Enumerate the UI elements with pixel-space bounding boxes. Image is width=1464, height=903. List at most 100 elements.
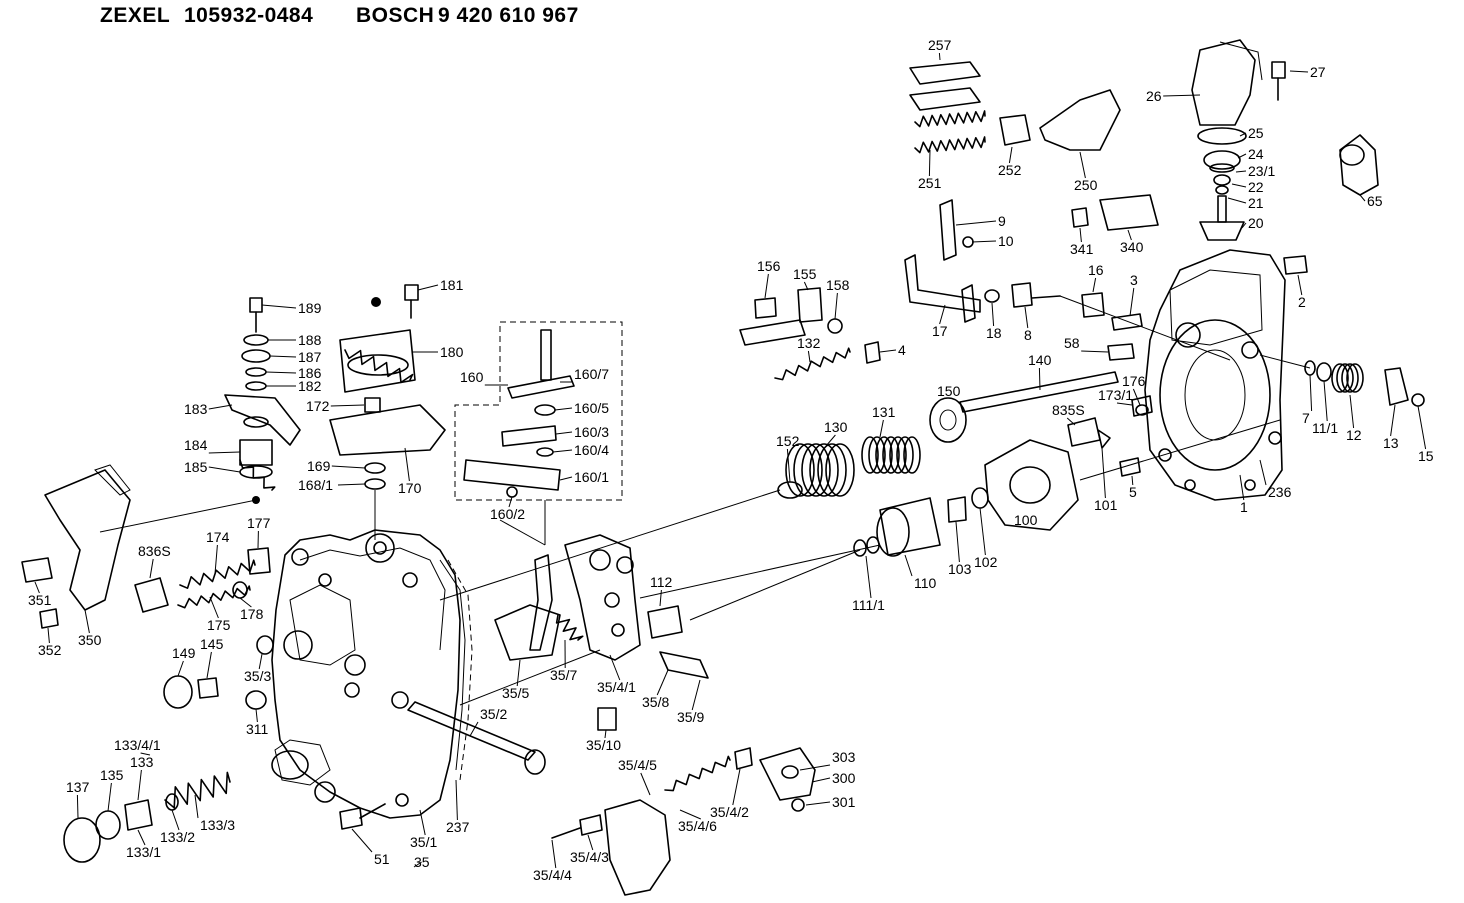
- label-leader-line: [691, 679, 701, 711]
- label-leader-line: [265, 371, 297, 374]
- label-leader-line: [1235, 170, 1247, 173]
- washer-11-1: [1316, 362, 1332, 382]
- plug-137: [63, 817, 101, 863]
- screw-58: [1107, 343, 1135, 361]
- part-label: 180: [440, 344, 464, 360]
- washer-176: [1135, 404, 1149, 416]
- part-label: 8: [1024, 327, 1032, 343]
- spring-131: [896, 436, 914, 474]
- label-leader-line: [551, 839, 557, 869]
- part-label: 35: [414, 854, 430, 870]
- part-label: 303: [832, 749, 856, 765]
- part-label: 150: [937, 383, 961, 399]
- label-leader-line: [938, 52, 941, 61]
- housing-bolt-hole: [314, 781, 336, 803]
- label-leader-line: [1309, 374, 1313, 412]
- label-leader-line: [194, 794, 199, 819]
- spring-35-4-5: [664, 755, 731, 792]
- screw-156: [754, 297, 777, 319]
- washer-169: [364, 462, 386, 474]
- bracket-350: [44, 469, 131, 611]
- spring-seat-252: [999, 114, 1031, 146]
- label-leader-line: [149, 558, 154, 579]
- label-leader-line: [1239, 474, 1245, 501]
- label-leader-line: [1239, 132, 1247, 137]
- ring-182: [243, 416, 269, 428]
- lever-160-7: [507, 375, 575, 399]
- part-label: 2: [1298, 294, 1306, 310]
- screw-51-shank: [359, 803, 386, 819]
- part-label: 186: [298, 365, 322, 381]
- assembly-line: [1079, 419, 1281, 481]
- part-label: 178: [240, 606, 264, 622]
- part-label: 252: [998, 162, 1022, 178]
- ring-35-3: [256, 635, 274, 655]
- part-label: 140: [1028, 352, 1052, 368]
- plate-100-bore: [1009, 466, 1051, 504]
- washer-160-5: [534, 404, 556, 416]
- cylinder-110: [879, 497, 941, 556]
- sleeve-bore: [1339, 144, 1365, 166]
- label-leader-line: [679, 809, 701, 820]
- spring-12: [1331, 363, 1349, 393]
- part-label: 188: [298, 332, 322, 348]
- part-label: 4: [898, 342, 906, 358]
- part-label: 352: [38, 642, 62, 658]
- part-label: 184: [184, 437, 208, 453]
- sleeve-65: [1339, 134, 1379, 196]
- housing-bolt-hole: [402, 572, 418, 588]
- label-leader-line: [1297, 274, 1303, 296]
- bolt-head: [1271, 61, 1286, 79]
- part-label: 137: [66, 779, 90, 795]
- lever-160-3: [501, 425, 557, 447]
- tube: [909, 87, 981, 111]
- screw-351: [21, 557, 53, 583]
- key-101: [1097, 429, 1111, 449]
- rear-housing: [1144, 249, 1286, 501]
- label-leader-line: [177, 660, 184, 677]
- part-label: 16: [1088, 262, 1104, 278]
- label-leader-line: [140, 752, 151, 756]
- part-label: 100: [1014, 512, 1038, 528]
- spring-132: [774, 347, 851, 381]
- bolt-181: [404, 284, 419, 301]
- ring: [1213, 174, 1231, 186]
- spring-251: [914, 136, 986, 154]
- lever-hole: [616, 556, 634, 574]
- part-label: 24: [1248, 146, 1264, 162]
- bracket-35-5: [494, 604, 561, 661]
- housing-gasket-edge: [439, 559, 466, 771]
- housing-bolt-hole: [291, 548, 309, 566]
- lever-hole: [604, 592, 620, 608]
- label-leader-line: [1079, 151, 1086, 179]
- part-label: 15: [1418, 448, 1434, 464]
- part-label: 189: [298, 300, 322, 316]
- spring-185: [239, 459, 276, 491]
- part-label: 340: [1120, 239, 1144, 255]
- part-label: 237: [446, 819, 470, 835]
- part-label: 156: [757, 258, 781, 274]
- label-leader-line: [879, 349, 897, 353]
- label-leader-line: [84, 609, 90, 634]
- spring-130: [793, 443, 823, 497]
- label-leader-line: [991, 302, 995, 327]
- screw-352: [39, 608, 59, 629]
- ring-160-4: [536, 447, 554, 457]
- lever-17-arm: [961, 284, 976, 323]
- spring-seat: [1203, 150, 1241, 170]
- spring-175: [177, 585, 251, 609]
- pin: [1217, 195, 1227, 223]
- part-label: 35/4/4: [533, 867, 572, 883]
- spring-12: [1341, 363, 1359, 393]
- label-leader-line: [1359, 194, 1366, 202]
- shaft-35-2: [407, 701, 536, 761]
- label-leader-line: [1417, 405, 1427, 450]
- part-label: 35/2: [480, 706, 507, 722]
- label-leader-line: [1241, 222, 1247, 229]
- header-brand-zexel: ZEXEL: [100, 4, 171, 27]
- screw-3: [1111, 313, 1143, 331]
- label-leader-line: [76, 794, 79, 819]
- label-leader-line: [206, 651, 212, 679]
- spring-131: [861, 436, 879, 474]
- part-label: 311: [246, 721, 269, 737]
